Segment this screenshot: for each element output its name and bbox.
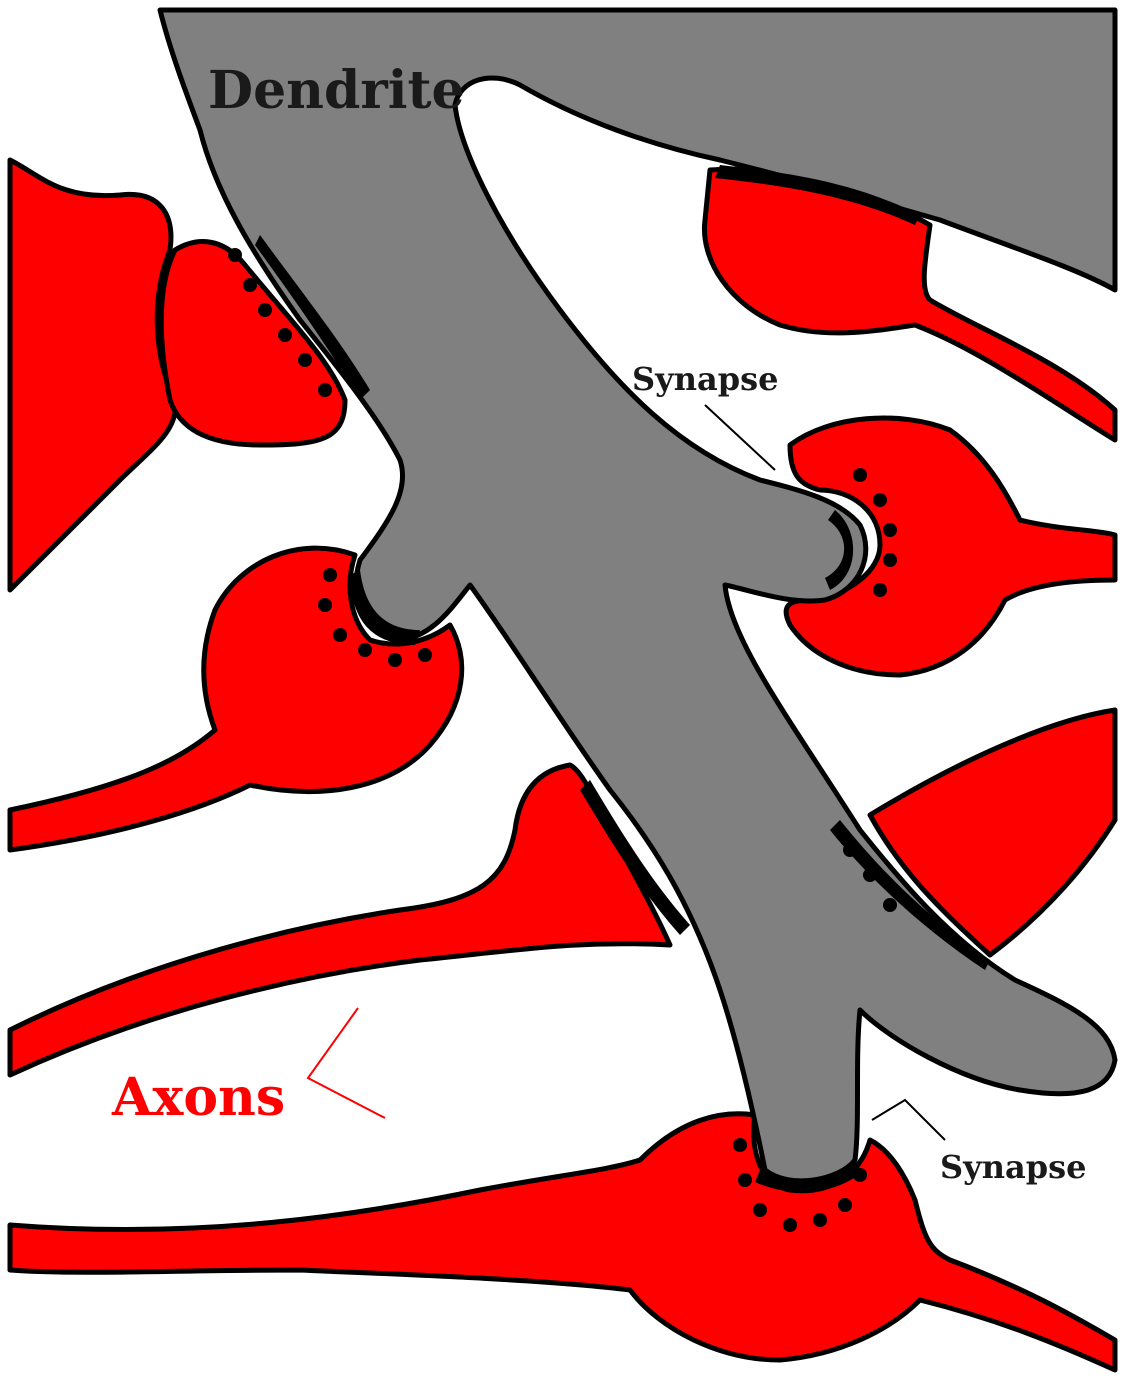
dendrite-label: Dendrite (208, 60, 465, 121)
synapse-bottom-label: Synapse (940, 1148, 1086, 1186)
synapse-top-label: Synapse (632, 360, 778, 398)
axons-label: Axons (111, 1067, 285, 1128)
synapse-bottom-pointer (872, 1100, 945, 1140)
axons-pointer (308, 1008, 385, 1118)
